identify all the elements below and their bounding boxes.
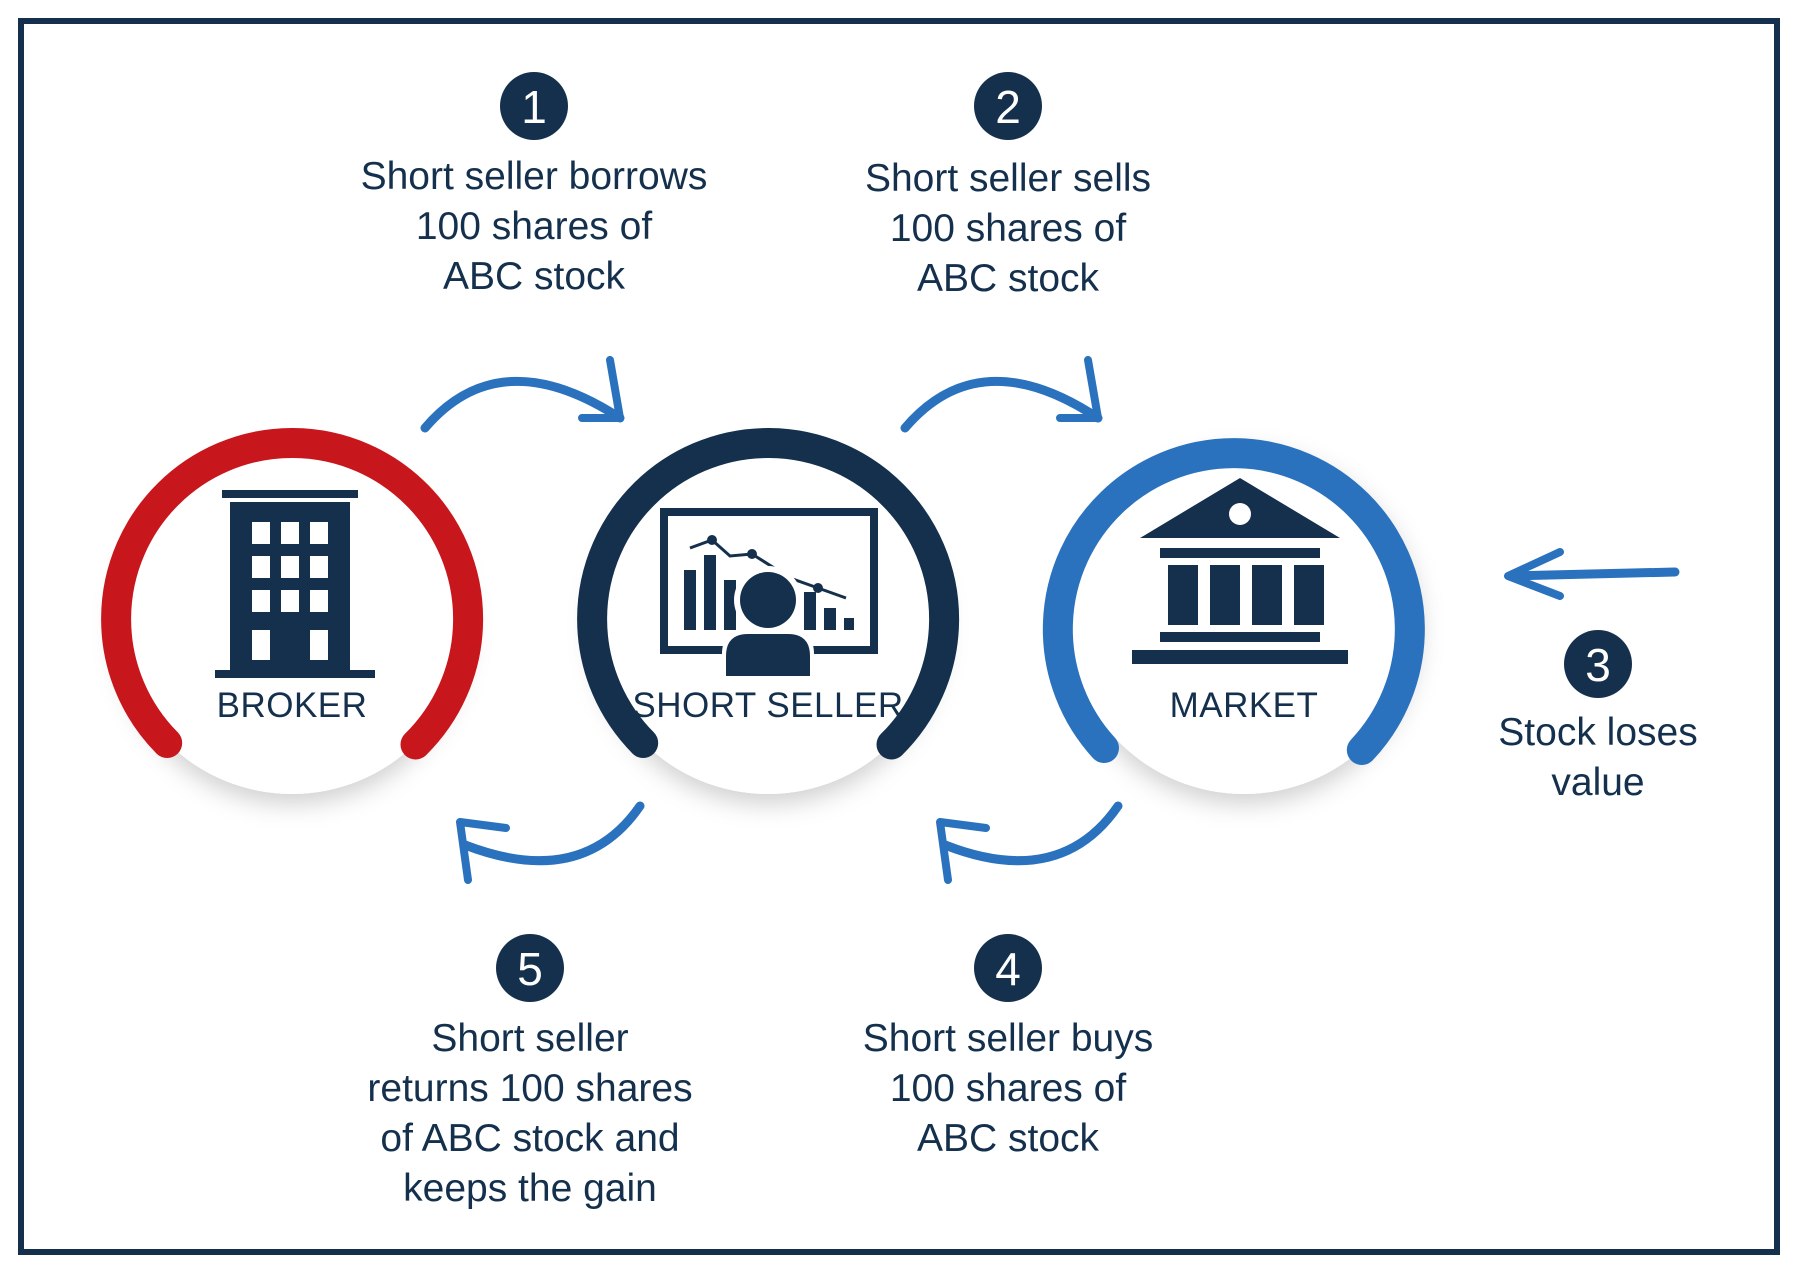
arrow-buy [940,801,1123,866]
arrow-return [460,801,645,866]
step-2-badge: 2 [974,72,1042,140]
market-node [1042,438,1425,794]
broker-ring [101,428,484,760]
bank-building-icon [1132,478,1348,664]
short-seller-node [577,428,960,794]
market-ring [1042,438,1425,765]
arrow-sell-head [1056,356,1102,422]
arrow-borrow-head [578,356,624,422]
step-2-number: 2 [995,81,1021,133]
arrow-loses-value-head [1504,548,1564,600]
market-label: MARKET [1169,686,1319,725]
office-building-icon [215,490,375,678]
step-badges: 1 2 3 4 5 [496,72,1632,1002]
step-3-text: Stock loses value [1498,711,1698,804]
step-1-number: 1 [521,81,547,133]
broker-node [101,428,484,794]
step-4-number: 4 [995,943,1021,995]
arrow-borrow [420,377,625,433]
broker-label: BROKER [216,686,368,725]
step-4-text: Short seller buys 100 shares of ABC stoc… [862,1017,1154,1160]
step-5-number: 5 [517,943,543,995]
short-seller-ring [577,428,960,760]
arrow-return-head [456,818,510,884]
arrow-buy-head [936,818,990,884]
step-1-badge: 1 [500,72,568,140]
flow-arrows [420,356,1680,884]
step-3-number: 3 [1585,639,1611,691]
diagram-frame [18,18,1780,1255]
trader-chart-icon [660,508,878,680]
step-5-text: Short seller returns 100 shares of ABC s… [367,1017,693,1210]
step-1-text: Short seller borrows 100 shares of ABC s… [360,155,708,298]
arrow-loses-value [1505,567,1680,581]
arrow-sell [900,377,1103,433]
short-seller-label: SHORT SELLER [632,686,904,725]
step-5-badge: 5 [496,934,564,1002]
step-2-text: Short seller sells 100 shares of ABC sto… [864,157,1152,300]
step-3-badge: 3 [1564,630,1632,698]
step-4-badge: 4 [974,934,1042,1002]
